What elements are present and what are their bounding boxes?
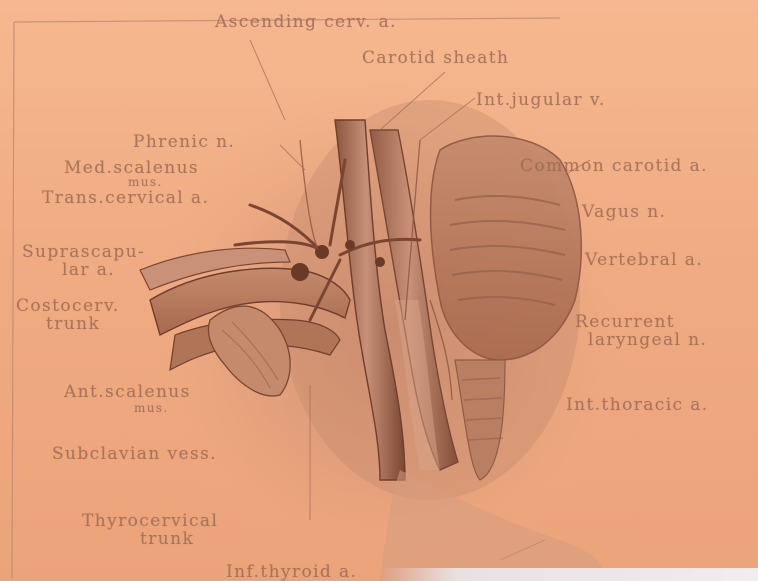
label-ant-scalenus: Ant.scalenus (64, 384, 191, 401)
label-suprascapular-2: lar a. (62, 262, 115, 279)
label-recurrent-2: laryngeal n. (588, 332, 707, 349)
label-costocervical: Costocerv. (16, 298, 120, 315)
scan-edge (380, 568, 758, 581)
label-suprascapular: Suprascapu- (22, 244, 145, 261)
label-thyrocervical-2: trunk (140, 531, 194, 548)
label-vagus: Vagus n. (582, 204, 666, 221)
label-common-carotid: Common carotid a. (520, 158, 708, 175)
label-int-thoracic: Int.thoracic a. (566, 397, 709, 414)
label-subclavian: Subclavian vess. (52, 446, 217, 463)
label-inf-thyroid: Inf.thyroid a. (226, 564, 357, 581)
label-ant-scalenus-2: mus. (134, 402, 169, 414)
label-ascending-cervical: Ascending cerv. a. (215, 14, 397, 31)
label-recurrent: Recurrent (575, 314, 675, 331)
label-transverse: Trans.cervical a. (42, 190, 209, 207)
label-thyrocervical: Thyrocervical (82, 513, 218, 530)
label-carotid-sheath: Carotid sheath (362, 50, 509, 67)
label-vertebral: Vertebral a. (585, 252, 703, 269)
label-phrenic: Phrenic n. (133, 134, 235, 151)
label-med-scalenus-sub: mus. (128, 176, 163, 188)
label-int-jugular: Int.jugular v. (476, 92, 606, 109)
label-costocervical-2: trunk (46, 316, 100, 333)
